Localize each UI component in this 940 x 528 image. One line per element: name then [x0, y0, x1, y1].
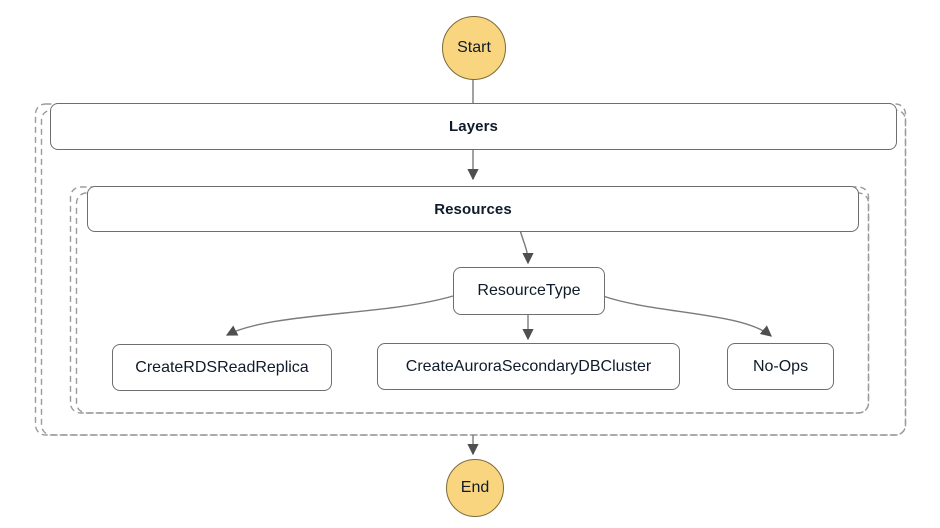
create-aurora-secondary-db-cluster-label: CreateAuroraSecondaryDBCluster — [405, 357, 652, 375]
edge-resourcetype-to-no-ops — [602, 295, 772, 337]
resource-type-label: ResourceType — [477, 282, 581, 299]
edge-resources-to-resourcetype — [519, 229, 534, 265]
no-ops-node[interactable]: No-Ops — [727, 343, 834, 390]
no-ops-label: No-Ops — [752, 357, 809, 375]
start-node-label: Start — [457, 39, 491, 56]
layers-group-header[interactable]: Layers — [50, 103, 897, 150]
create-rds-read-replica-label: CreateRDSReadReplica — [135, 358, 309, 376]
resources-group-header[interactable]: Resources — [87, 186, 859, 232]
start-node[interactable]: Start — [442, 16, 506, 80]
edge-resourcetype-to-create-rds — [225, 295, 454, 336]
layers-group-label: Layers — [449, 118, 498, 135]
resources-group-label: Resources — [434, 200, 512, 218]
end-node[interactable]: End — [446, 459, 504, 517]
create-rds-read-replica-node[interactable]: CreateRDSReadReplica — [112, 344, 332, 391]
create-aurora-secondary-db-cluster-node[interactable]: CreateAuroraSecondaryDBCluster — [377, 343, 680, 390]
end-node-label: End — [460, 479, 490, 496]
resource-type-node[interactable]: ResourceType — [453, 267, 605, 315]
